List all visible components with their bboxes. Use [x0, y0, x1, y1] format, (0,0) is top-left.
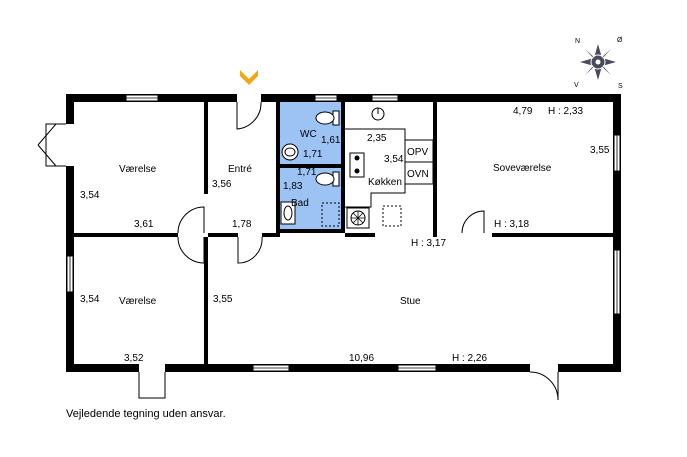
compass-o: Ø [617, 37, 623, 44]
room-vaerelse-2: Værelse [119, 296, 157, 307]
dim-kokken-depth: 3,54 [384, 154, 404, 165]
window-glass-lines [69, 97, 618, 369]
room-vaerelse-1: Værelse [119, 164, 157, 175]
dim-v1-height: 3,54 [80, 190, 100, 201]
kitchen-sink-icon [371, 107, 385, 121]
disclaimer-text: Vejledende tegning uden ansvar. [66, 408, 226, 420]
appliance-ovn: OVN [407, 169, 429, 180]
outer-walls [66, 94, 621, 372]
dim-bad-width: 1,71 [297, 167, 317, 178]
dim-v2-width: 3,52 [124, 353, 144, 364]
dim-stue-ceiling: H : 2,26 [452, 353, 487, 364]
appliance-opv: OPV [407, 147, 428, 158]
room-kokken: Køkken [368, 177, 402, 188]
dim-wc-width: 1,61 [321, 135, 341, 146]
compass-n: N [575, 38, 580, 45]
door-swings [37, 101, 559, 401]
dim-sove-ceiling: H : 2,33 [548, 106, 583, 117]
dim-sove-width: 4,79 [513, 106, 533, 117]
door-gaps [66, 94, 558, 372]
wc-sink-icon [281, 143, 299, 161]
stove-icon [349, 152, 365, 178]
room-bad: Bad [291, 198, 309, 209]
dim-v1-width: 3,61 [134, 219, 154, 230]
dim-v2-height: 3,54 [80, 294, 100, 305]
dim-wc-depth: 1,71 [303, 149, 323, 160]
compass-v: V [574, 82, 579, 89]
dim-stue-height: 3,55 [213, 294, 233, 305]
room-sovevaerelse: Soveværelse [493, 163, 552, 174]
dim-sove-ceiling-2: H : 3,18 [494, 219, 529, 230]
dim-kokken-ceiling: H : 3,17 [411, 238, 446, 249]
compass-s: S [618, 83, 623, 90]
entrance-marker-icon [240, 70, 258, 85]
room-entre: Entré [228, 164, 252, 175]
room-wc: WC [300, 129, 317, 140]
dim-bad-depth: 1,83 [283, 181, 303, 192]
bad-toilet-icon [315, 171, 340, 187]
compass-rose-icon [580, 44, 616, 80]
interior-walls [74, 102, 613, 364]
heat-pump-icon [346, 207, 370, 229]
dim-entre-height: 3,56 [212, 179, 232, 190]
wc-toilet-icon [315, 110, 340, 126]
dim-entre-width: 1,78 [232, 219, 252, 230]
kitchen-counter [345, 128, 434, 227]
dim-stue-width: 10,96 [349, 353, 374, 364]
room-stue: Stue [400, 296, 421, 307]
bad-sink-icon [280, 201, 296, 225]
dim-kokken-width: 2,35 [367, 133, 387, 144]
shower-icon [321, 202, 340, 227]
dim-sove-depth: 3,55 [590, 145, 610, 156]
